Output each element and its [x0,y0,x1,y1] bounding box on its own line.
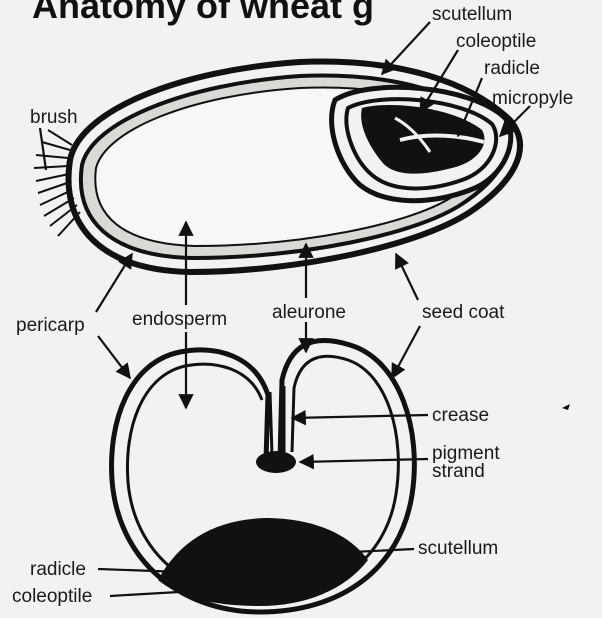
label-micropyle: micropyle [492,88,573,109]
scutellum-top-arrow [382,22,430,74]
pericarp-arrow-down [98,336,130,378]
label-radicle-top: radicle [484,58,540,79]
pericarp-arrow-up [96,254,132,312]
label-coleoptile-bottom: coleoptile [12,586,92,607]
label-scutellum-bottom: scutellum [418,538,498,559]
seed-coat-arrow-up [396,254,418,300]
brush-line [40,128,46,170]
pigment-strand [256,451,296,473]
label-pericarp: pericarp [16,315,85,336]
seed-coat-arrow-down [392,326,420,378]
diagram-title: Anatomy of wheat g [32,0,374,26]
longitudinal-section [34,62,520,272]
label-brush: brush [30,107,78,128]
label-endosperm: endosperm [132,309,227,330]
stray-mark [562,404,570,410]
label-radicle-bottom: radicle [30,559,86,580]
label-scutellum-top: scutellum [432,4,512,25]
label-coleoptile-top: coleoptile [456,31,536,52]
label-crease: crease [432,405,489,426]
label-strand: strand [432,461,485,482]
label-aleurone: aleurone [272,302,346,323]
label-seed-coat: seed coat [422,302,505,323]
